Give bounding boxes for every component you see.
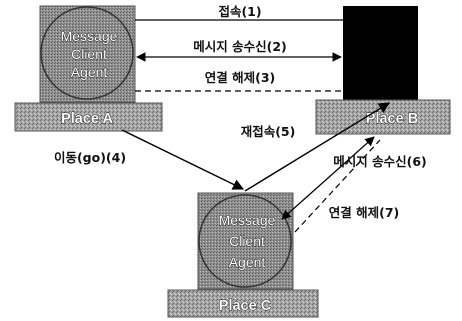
disconnect-2-label: 연결 해제(7) <box>329 205 399 220</box>
message-exchange-label: 메시지 송수신(2) <box>193 39 286 54</box>
message-exchange-2-label: 메시지 송수신(6) <box>333 154 426 169</box>
place-b-label: Place B <box>366 111 418 127</box>
reconnect-label: 재접속(5) <box>241 124 296 139</box>
agent-top-line2: Client <box>71 46 107 62</box>
disconnect-label: 연결 해제(3) <box>205 70 275 85</box>
agent-bottom-line1: Message <box>219 212 276 228</box>
agent-top-line1: Message <box>61 28 118 44</box>
server-block <box>343 6 418 100</box>
move-arrow <box>122 130 243 189</box>
move-label: 이동(go)(4) <box>54 150 126 165</box>
connect-label: 접속(1) <box>218 4 261 19</box>
agent-bottom-line3: Agent <box>229 254 266 270</box>
place-a-label: Place A <box>61 111 113 127</box>
agent-bottom-line2: Client <box>229 233 265 249</box>
place-c-label: Place C <box>219 298 272 314</box>
agent-top-line3: Agent <box>71 64 108 80</box>
